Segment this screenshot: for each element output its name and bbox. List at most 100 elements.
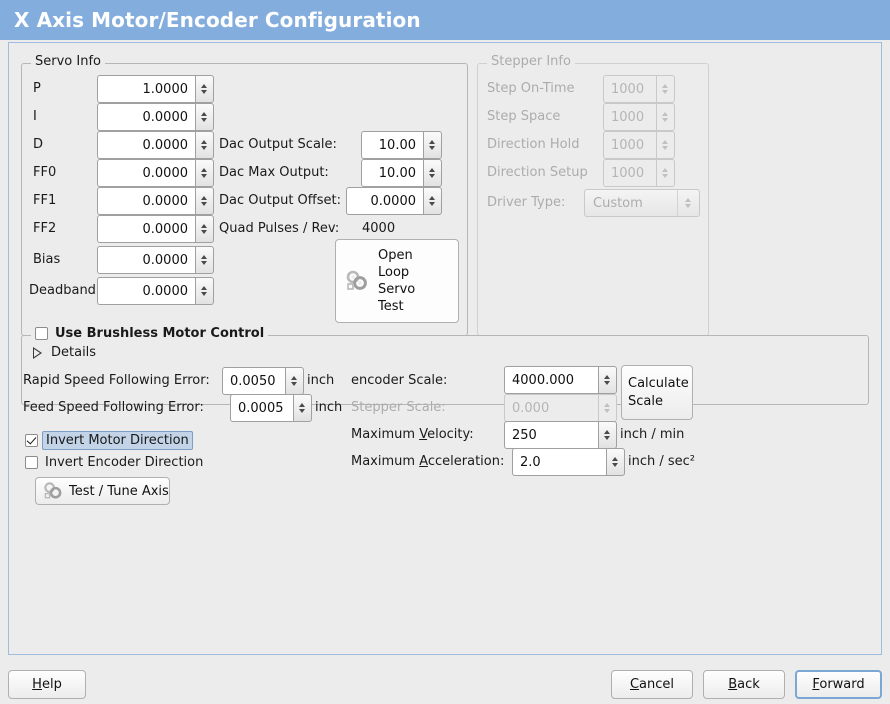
spinner-up-icon[interactable]: [611, 456, 620, 462]
feed-speed-following-error-value[interactable]: 0.0005: [230, 394, 293, 422]
spinner-down-icon[interactable]: [200, 291, 209, 297]
spinner-down-icon[interactable]: [428, 173, 437, 179]
spinner-up-icon[interactable]: [200, 195, 209, 201]
spinner-up-icon[interactable]: [200, 111, 209, 117]
spinner-down-icon[interactable]: [298, 408, 307, 414]
help-button[interactable]: Help: [8, 670, 86, 699]
servo-input-d-value[interactable]: 0.0000: [97, 131, 195, 159]
maximum-velocity-value[interactable]: 250: [504, 421, 598, 449]
dac-output-scale-input[interactable]: 10.00: [361, 131, 442, 159]
encoder-scale-value[interactable]: 4000.000: [504, 366, 598, 394]
cancel-button[interactable]: Cancel: [611, 670, 693, 699]
calculate-scale-button[interactable]: Calculate Scale: [621, 365, 693, 420]
spinner-down-icon[interactable]: [428, 145, 437, 151]
invert-motor-checkbox-box[interactable]: [25, 434, 38, 447]
spinner-up-icon[interactable]: [200, 223, 209, 229]
encoder-scale-spinner[interactable]: [598, 366, 617, 394]
servo-input-d-spinner[interactable]: [195, 131, 214, 159]
spinner-down-icon[interactable]: [611, 462, 620, 468]
spinner-up-icon[interactable]: [290, 375, 299, 381]
spinner-down-icon[interactable]: [200, 260, 209, 266]
test-tune-axis-button[interactable]: Test / Tune Axis: [35, 477, 170, 505]
spinner-up-icon[interactable]: [200, 83, 209, 89]
driver-type-combo: Custom: [584, 189, 700, 217]
servo-input-p-spinner[interactable]: [195, 75, 214, 103]
spinner-down-icon[interactable]: [200, 117, 209, 123]
rapid-speed-following-error-value[interactable]: 0.0050: [222, 367, 285, 395]
dac-output-offset-input[interactable]: 0.0000: [346, 187, 442, 215]
servo-input-i-value[interactable]: 0.0000: [97, 103, 195, 131]
maximum-acceleration-input[interactable]: 2.0: [512, 448, 625, 476]
dac-max-output-input[interactable]: 10.00: [361, 159, 442, 187]
servo-input-deadband-value[interactable]: 0.0000: [97, 277, 195, 305]
maximum-velocity-spinner[interactable]: [598, 421, 617, 449]
servo-input-i-spinner[interactable]: [195, 103, 214, 131]
dac-max-output-spinner[interactable]: [423, 159, 442, 187]
servo-input-ff0[interactable]: 0.0000: [97, 159, 214, 187]
servo-input-deadband[interactable]: 0.0000: [97, 277, 214, 305]
servo-input-ff2-spinner[interactable]: [195, 215, 214, 243]
spinner-up-icon[interactable]: [603, 374, 612, 380]
invert-encoder-direction-checkbox[interactable]: Invert Encoder Direction: [25, 455, 203, 470]
spinner-up-icon[interactable]: [298, 402, 307, 408]
dac-max-output-value[interactable]: 10.00: [361, 159, 423, 187]
servo-input-ff1-spinner[interactable]: [195, 187, 214, 215]
dac-output-scale-spinner[interactable]: [423, 131, 442, 159]
spinner-up-icon[interactable]: [428, 195, 437, 201]
brushless-checkbox-box[interactable]: [35, 327, 48, 340]
feed-error-spinner[interactable]: [293, 394, 312, 422]
servo-input-p-value[interactable]: 1.0000: [97, 75, 195, 103]
servo-input-bias[interactable]: 0.0000: [97, 246, 214, 274]
rapid-error-spinner[interactable]: [285, 367, 304, 395]
servo-input-ff2[interactable]: 0.0000: [97, 215, 214, 243]
direction-hold-input: 1000: [603, 131, 675, 159]
maximum-acceleration-spinner[interactable]: [606, 448, 625, 476]
spinner-up-icon[interactable]: [603, 429, 612, 435]
use-brushless-motor-control-checkbox[interactable]: Use Brushless Motor Control: [31, 326, 269, 341]
spinner-down-icon[interactable]: [428, 201, 437, 207]
spinner-up-icon[interactable]: [200, 167, 209, 173]
maximum-acceleration-value[interactable]: 2.0: [512, 448, 606, 476]
spinner-up-icon[interactable]: [200, 254, 209, 260]
servo-input-ff2-value[interactable]: 0.0000: [97, 215, 195, 243]
forward-button[interactable]: Forward: [795, 670, 882, 699]
servo-input-d[interactable]: 0.0000: [97, 131, 214, 159]
encoder-scale-input[interactable]: 4000.000: [504, 366, 617, 394]
servo-input-deadband-spinner[interactable]: [195, 277, 214, 305]
spinner-down-icon[interactable]: [200, 229, 209, 235]
chevron-right-icon[interactable]: [33, 346, 42, 359]
spinner-up-icon[interactable]: [200, 139, 209, 145]
servo-input-i[interactable]: 0.0000: [97, 103, 214, 131]
servo-input-bias-spinner[interactable]: [195, 246, 214, 274]
dac-output-scale-value[interactable]: 10.00: [361, 131, 423, 159]
servo-input-ff1-value[interactable]: 0.0000: [97, 187, 195, 215]
spinner-down-icon[interactable]: [290, 381, 299, 387]
servo-input-ff0-value[interactable]: 0.0000: [97, 159, 195, 187]
invert-encoder-checkbox-box[interactable]: [25, 456, 38, 469]
rapid-speed-following-error-input[interactable]: 0.0050: [222, 367, 304, 395]
back-button[interactable]: Back: [703, 670, 785, 699]
servo-input-ff1[interactable]: 0.0000: [97, 187, 214, 215]
step-space-label: Step Space: [487, 109, 561, 124]
spinner-up-icon[interactable]: [428, 139, 437, 145]
spinner-up-icon[interactable]: [428, 167, 437, 173]
spinner-down-icon[interactable]: [200, 173, 209, 179]
spinner-up-icon[interactable]: [200, 285, 209, 291]
dac-output-offset-value[interactable]: 0.0000: [346, 187, 423, 215]
servo-input-p[interactable]: 1.0000: [97, 75, 214, 103]
dac-output-offset-spinner[interactable]: [423, 187, 442, 215]
open-loop-servo-test-button[interactable]: Open Loop Servo Test: [335, 239, 459, 323]
servo-input-ff0-spinner[interactable]: [195, 159, 214, 187]
spinner-down-icon[interactable]: [200, 145, 209, 151]
details-expander[interactable]: Details: [33, 345, 96, 360]
servo-input-bias-value[interactable]: 0.0000: [97, 246, 195, 274]
servo-info-legend: Servo Info: [31, 55, 105, 69]
spinner-down-icon[interactable]: [603, 380, 612, 386]
invert-motor-direction-checkbox[interactable]: Invert Motor Direction: [25, 431, 193, 450]
spinner-down-icon[interactable]: [603, 435, 612, 441]
spinner-down-icon[interactable]: [200, 89, 209, 95]
maximum-velocity-input[interactable]: 250: [504, 421, 617, 449]
spinner-down-icon[interactable]: [200, 201, 209, 207]
feed-speed-following-error-input[interactable]: 0.0005: [230, 394, 312, 422]
direction-setup-label: Direction Setup: [487, 165, 588, 180]
